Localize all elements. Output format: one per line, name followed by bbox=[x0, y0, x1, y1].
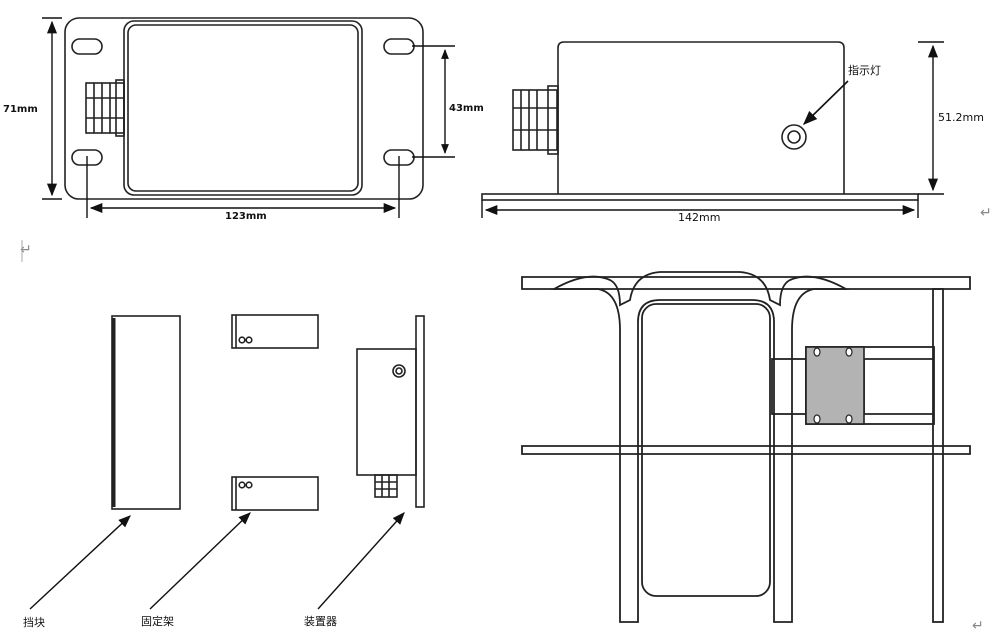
paragraph-mark: ↵ bbox=[972, 618, 984, 634]
mounting-slot bbox=[383, 38, 415, 55]
indicator-light-inner bbox=[787, 130, 801, 144]
hole-spacing-label: 43mm bbox=[449, 103, 484, 114]
paragraph-mark: ↵ bbox=[980, 205, 992, 221]
paragraph-mark: ↵ bbox=[20, 242, 32, 258]
indicator-light-label: 指示灯 bbox=[848, 63, 881, 77]
enclosure-side bbox=[557, 41, 845, 194]
sensor-box bbox=[771, 358, 807, 415]
enclosure-inner bbox=[127, 24, 359, 192]
length-dimension-label: 142mm bbox=[678, 211, 720, 224]
mounting-slot bbox=[71, 38, 103, 55]
device-unit bbox=[356, 315, 425, 508]
device-label: 装置器 bbox=[304, 615, 337, 628]
side-height-label: 51.2mm bbox=[938, 111, 984, 124]
top-view-dimensions bbox=[42, 17, 455, 218]
cable-gland bbox=[85, 79, 125, 137]
base-plate-side bbox=[481, 193, 919, 201]
base-plate-outline bbox=[64, 17, 424, 200]
bracket-label: 固定架 bbox=[141, 614, 174, 628]
middle-rail bbox=[521, 445, 971, 455]
installation-scene bbox=[521, 271, 971, 623]
device-screws bbox=[813, 347, 853, 424]
stop-block-label: 挡块 bbox=[23, 615, 45, 629]
cable-gland bbox=[512, 85, 559, 155]
top-view bbox=[64, 17, 424, 200]
callout-arrows bbox=[29, 512, 405, 610]
top-rail bbox=[521, 276, 971, 290]
side-view-dimensions bbox=[481, 41, 944, 218]
gate-frame-left bbox=[550, 271, 850, 623]
side-view bbox=[481, 41, 919, 201]
indicator-light-outer bbox=[781, 124, 807, 150]
stop-block bbox=[111, 315, 181, 510]
install-parts bbox=[111, 314, 425, 511]
width-dimension-label: 123mm bbox=[225, 211, 267, 222]
mounted-device bbox=[805, 346, 865, 425]
height-dimension-label: 71mm bbox=[3, 104, 38, 115]
bracket-upper bbox=[231, 314, 319, 349]
gate-panel bbox=[641, 303, 771, 597]
right-post bbox=[932, 288, 944, 623]
enclosure-outer bbox=[123, 20, 363, 196]
bracket-lower bbox=[231, 476, 319, 511]
